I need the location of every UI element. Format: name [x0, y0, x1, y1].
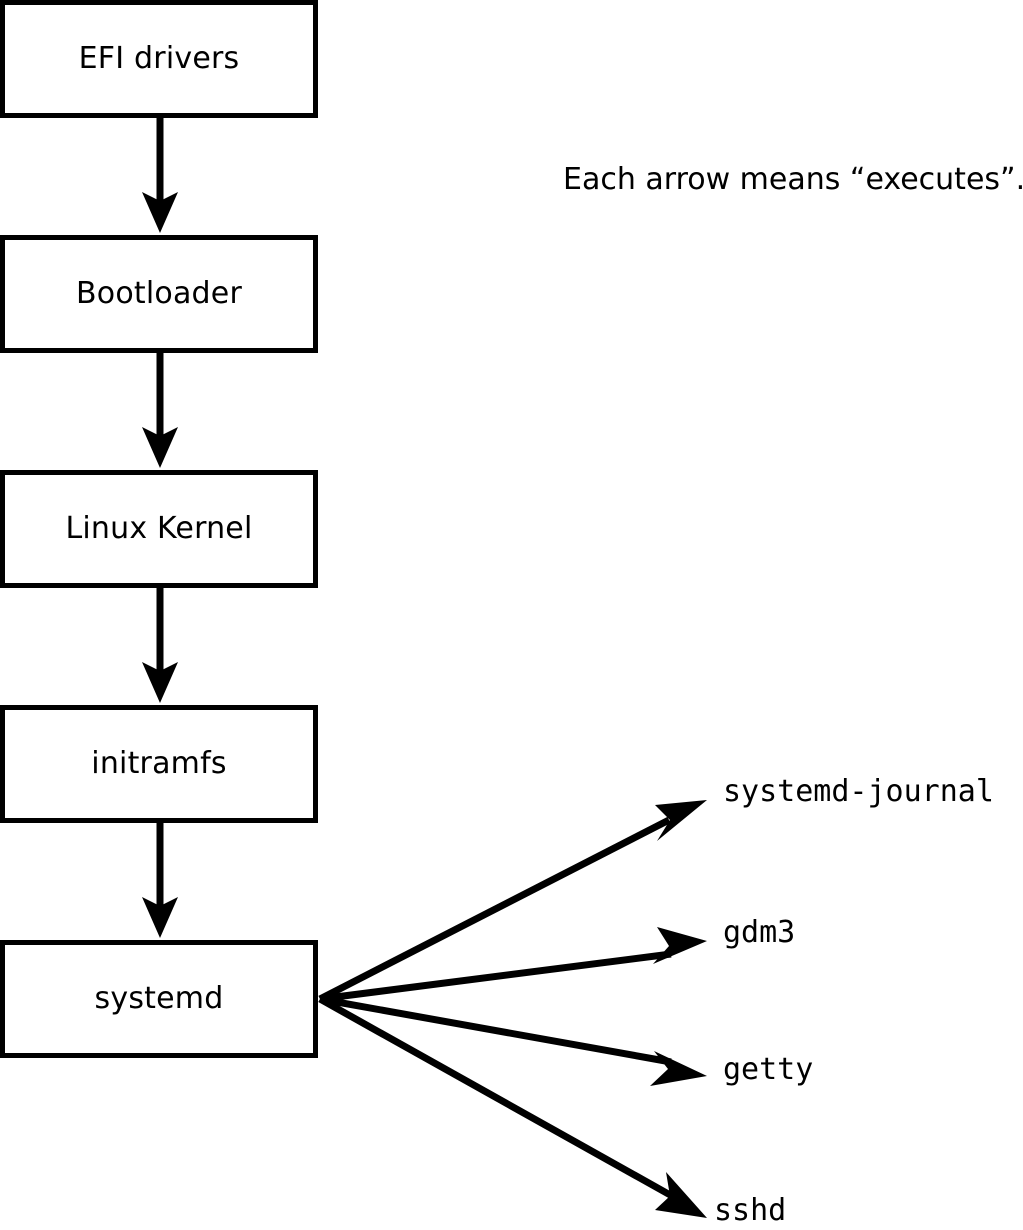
edge-systemd-to-gdm3: [319, 927, 707, 1003]
diagram-caption: Each arrow means “executes”.: [563, 162, 1023, 197]
edge-linux-kernel-to-initramfs: [142, 588, 178, 703]
service-label-gdm3[interactable]: gdm3: [723, 915, 796, 950]
node-label-initramfs: initramfs: [91, 746, 227, 781]
node-linux-kernel[interactable]: Linux Kernel: [0, 470, 318, 588]
node-bootloader[interactable]: Bootloader: [0, 235, 318, 353]
node-initramfs[interactable]: initramfs: [0, 705, 318, 823]
edge-systemd-to-systemd-journal: [318, 800, 707, 1003]
node-label-efi-drivers: EFI drivers: [78, 41, 240, 76]
edge-systemd-to-getty: [319, 995, 707, 1086]
node-systemd[interactable]: systemd: [0, 940, 318, 1058]
service-label-sshd[interactable]: sshd: [714, 1193, 787, 1228]
service-label-getty[interactable]: getty: [723, 1052, 814, 1087]
edge-systemd-to-sshd: [318, 995, 707, 1218]
service-label-systemd-journal[interactable]: systemd-journal: [723, 774, 994, 809]
node-efi-drivers[interactable]: EFI drivers: [0, 0, 318, 118]
edge-efi-drivers-to-bootloader: [142, 118, 178, 233]
edge-bootloader-to-linux-kernel: [142, 353, 178, 468]
node-label-bootloader: Bootloader: [76, 276, 242, 311]
edge-initramfs-to-systemd: [142, 823, 178, 938]
node-label-linux-kernel: Linux Kernel: [65, 511, 253, 546]
node-label-systemd: systemd: [94, 981, 224, 1016]
